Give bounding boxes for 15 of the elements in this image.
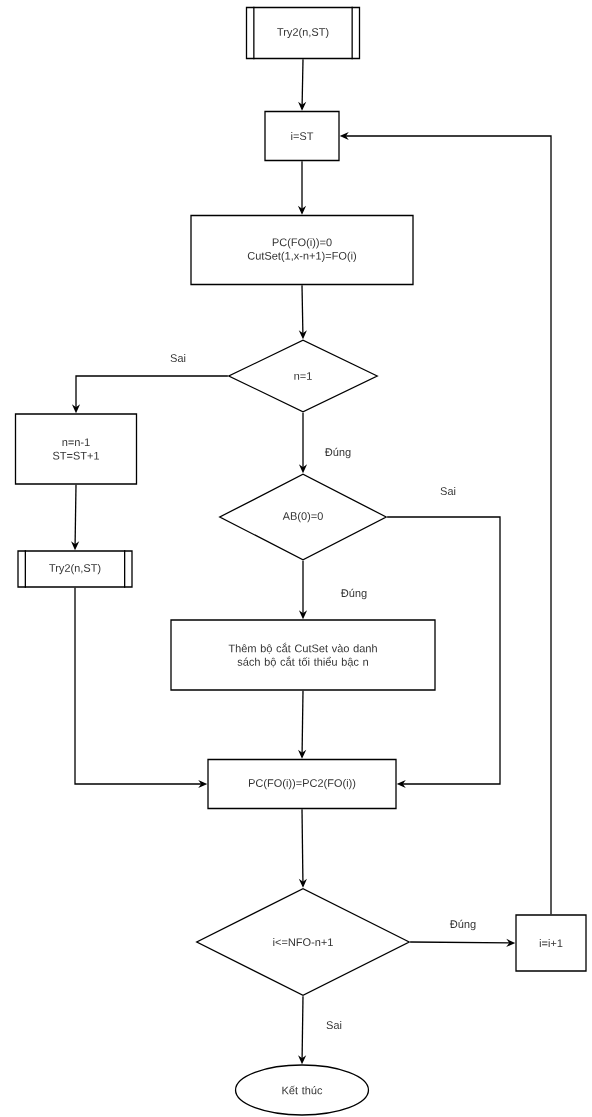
process-box: Thêm bộ cắt CutSet vào danh sách bộ cắt tối thiểu bậc n [170, 619, 436, 691]
edge-label: Đúng [323, 446, 353, 460]
edge-label: Sai [169, 352, 187, 364]
process-box: PC(FO(i))=0 CutSet(1,x-n+1)=FO(i) [190, 214, 414, 286]
process-box: n=n-1 ST=ST+1 [14, 413, 138, 485]
process-box: PC(FO(i))=PC2(FO(i)) [207, 758, 397, 810]
arrow [386, 516, 501, 789]
edge-label: Sai [439, 485, 457, 497]
subroutine-box: Try2(n,ST) [17, 549, 133, 589]
process-box: i=ST [264, 110, 340, 162]
subroutine-box: Try2(n,ST) [245, 6, 361, 60]
edge-label: Sai [325, 1020, 343, 1031]
process-box: i=i+1 [515, 914, 587, 972]
edge-label: Đúng [448, 918, 478, 932]
edge-label: Đúng [339, 587, 369, 601]
